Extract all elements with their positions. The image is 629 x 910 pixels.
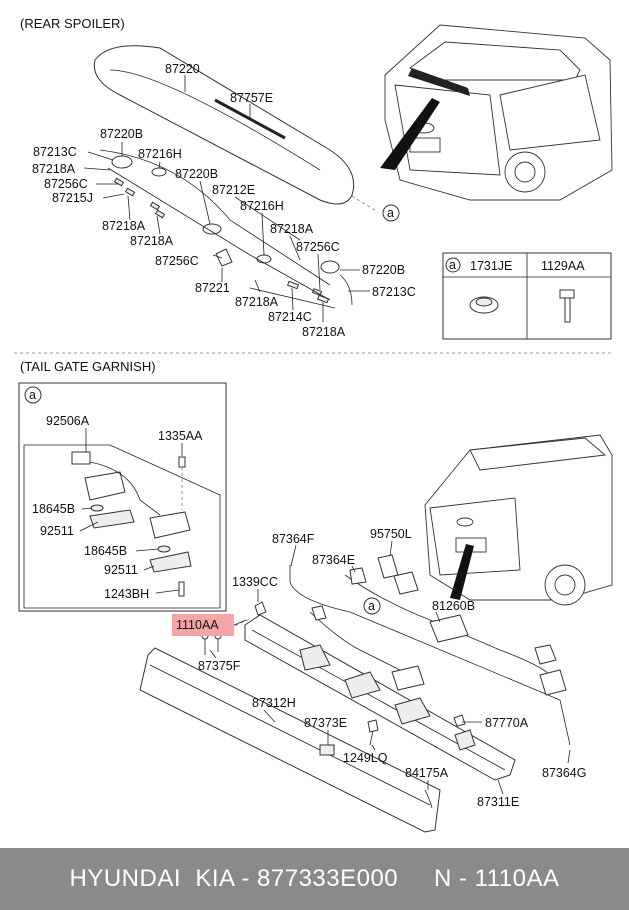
label-87216H-1: 87216H (138, 147, 182, 161)
label-87757E: 87757E (230, 91, 273, 105)
label-87256C-1: 87256C (44, 177, 88, 191)
label-81260B: 81260B (432, 599, 475, 613)
label-92511-1: 92511 (40, 524, 74, 538)
label-87256C-3: 87256C (296, 240, 340, 254)
label-87218A-4: 87218A (270, 222, 314, 236)
label-18645B-2: 18645B (84, 544, 127, 558)
label-87213C-left: 87213C (33, 145, 77, 159)
section-title-rear-spoiler: (REAR SPOILER) (20, 16, 125, 31)
label-87218A-1: 87218A (32, 162, 76, 176)
label-87373E: 87373E (304, 716, 347, 730)
label-1339CC: 1339CC (232, 575, 278, 589)
label-87256C-2: 87256C (155, 254, 199, 268)
label-87213C-right: 87213C (372, 285, 416, 299)
label-87220B-3: 87220B (362, 263, 405, 277)
label-87218A-2: 87218A (102, 219, 146, 233)
label-87364E: 87364E (312, 553, 355, 567)
detail-inset-box: a 92506A 1335AA 18645B 92511 18645B 9251… (18, 382, 227, 612)
label-92506A: 92506A (46, 414, 90, 428)
label-87312H: 87312H (252, 696, 296, 710)
label-87218A-3: 87218A (130, 234, 174, 248)
legend-box: a 1731JE 1129AA (442, 252, 612, 340)
label-1243BH: 1243BH (104, 587, 149, 601)
label-87311E: 87311E (477, 795, 519, 809)
label-1110AA: 1110AA (176, 618, 219, 632)
section-title-tail-gate: (TAIL GATE GARNISH) (20, 359, 156, 374)
label-87364G: 87364G (542, 766, 586, 780)
label-87218A-5: 87218A (235, 295, 279, 309)
label-87216H-2: 87216H (240, 199, 284, 213)
label-92511-2: 92511 (104, 563, 138, 577)
legend-col2: 1129AA (541, 259, 585, 273)
spoiler-body (93, 45, 355, 205)
label-87221: 87221 (195, 281, 230, 295)
label-87218A-6: 87218A (302, 325, 346, 339)
label-87220B-2: 87220B (175, 167, 218, 181)
svg-text:a: a (368, 599, 375, 613)
label-95750L: 95750L (370, 527, 412, 541)
label-1249LQ: 1249LQ (343, 751, 388, 765)
detail-marker-spoiler: a (382, 204, 400, 222)
highlight-1110AA (172, 614, 234, 636)
legend-col1: 1731JE (470, 259, 512, 273)
label-87220: 87220 (165, 62, 200, 76)
label-87215J: 87215J (52, 191, 93, 205)
label-87214C: 87214C (268, 310, 312, 324)
spoiler-labels: 87220 87757E 87213C 87220B 87218A 87216H… (32, 62, 416, 339)
parts-diagram: (REAR SPOILER) (14, 16, 614, 833)
label-87212E: 87212E (212, 183, 255, 197)
label-1335AA: 1335AA (158, 429, 203, 443)
footer-part-number-bar: HYUNDAI KIA - 877333E000 N - 1110AA (0, 848, 629, 910)
legend-marker: a (449, 258, 456, 272)
label-87364F: 87364F (272, 532, 315, 546)
label-87770A: 87770A (485, 716, 529, 730)
svg-text:a: a (387, 206, 394, 220)
label-84175A: 84175A (405, 766, 449, 780)
label-87375F: 87375F (198, 659, 241, 673)
label-18645B-1: 18645B (32, 502, 75, 516)
garnish-assembly (139, 540, 571, 833)
tailgate-labels: 87364F 95750L 87364E 1339CC 81260B 1110A… (176, 527, 586, 809)
suv-rear-illustration-top (380, 24, 613, 201)
svg-text:a: a (29, 388, 36, 402)
spoiler-leaders (83, 75, 379, 322)
footer-text: HYUNDAI KIA - 877333E000 N - 1110AA (69, 865, 560, 892)
detail-marker-garnish: a (363, 597, 381, 615)
suv-rear-illustration-bottom (424, 434, 613, 606)
label-87220B-1: 87220B (100, 127, 143, 141)
